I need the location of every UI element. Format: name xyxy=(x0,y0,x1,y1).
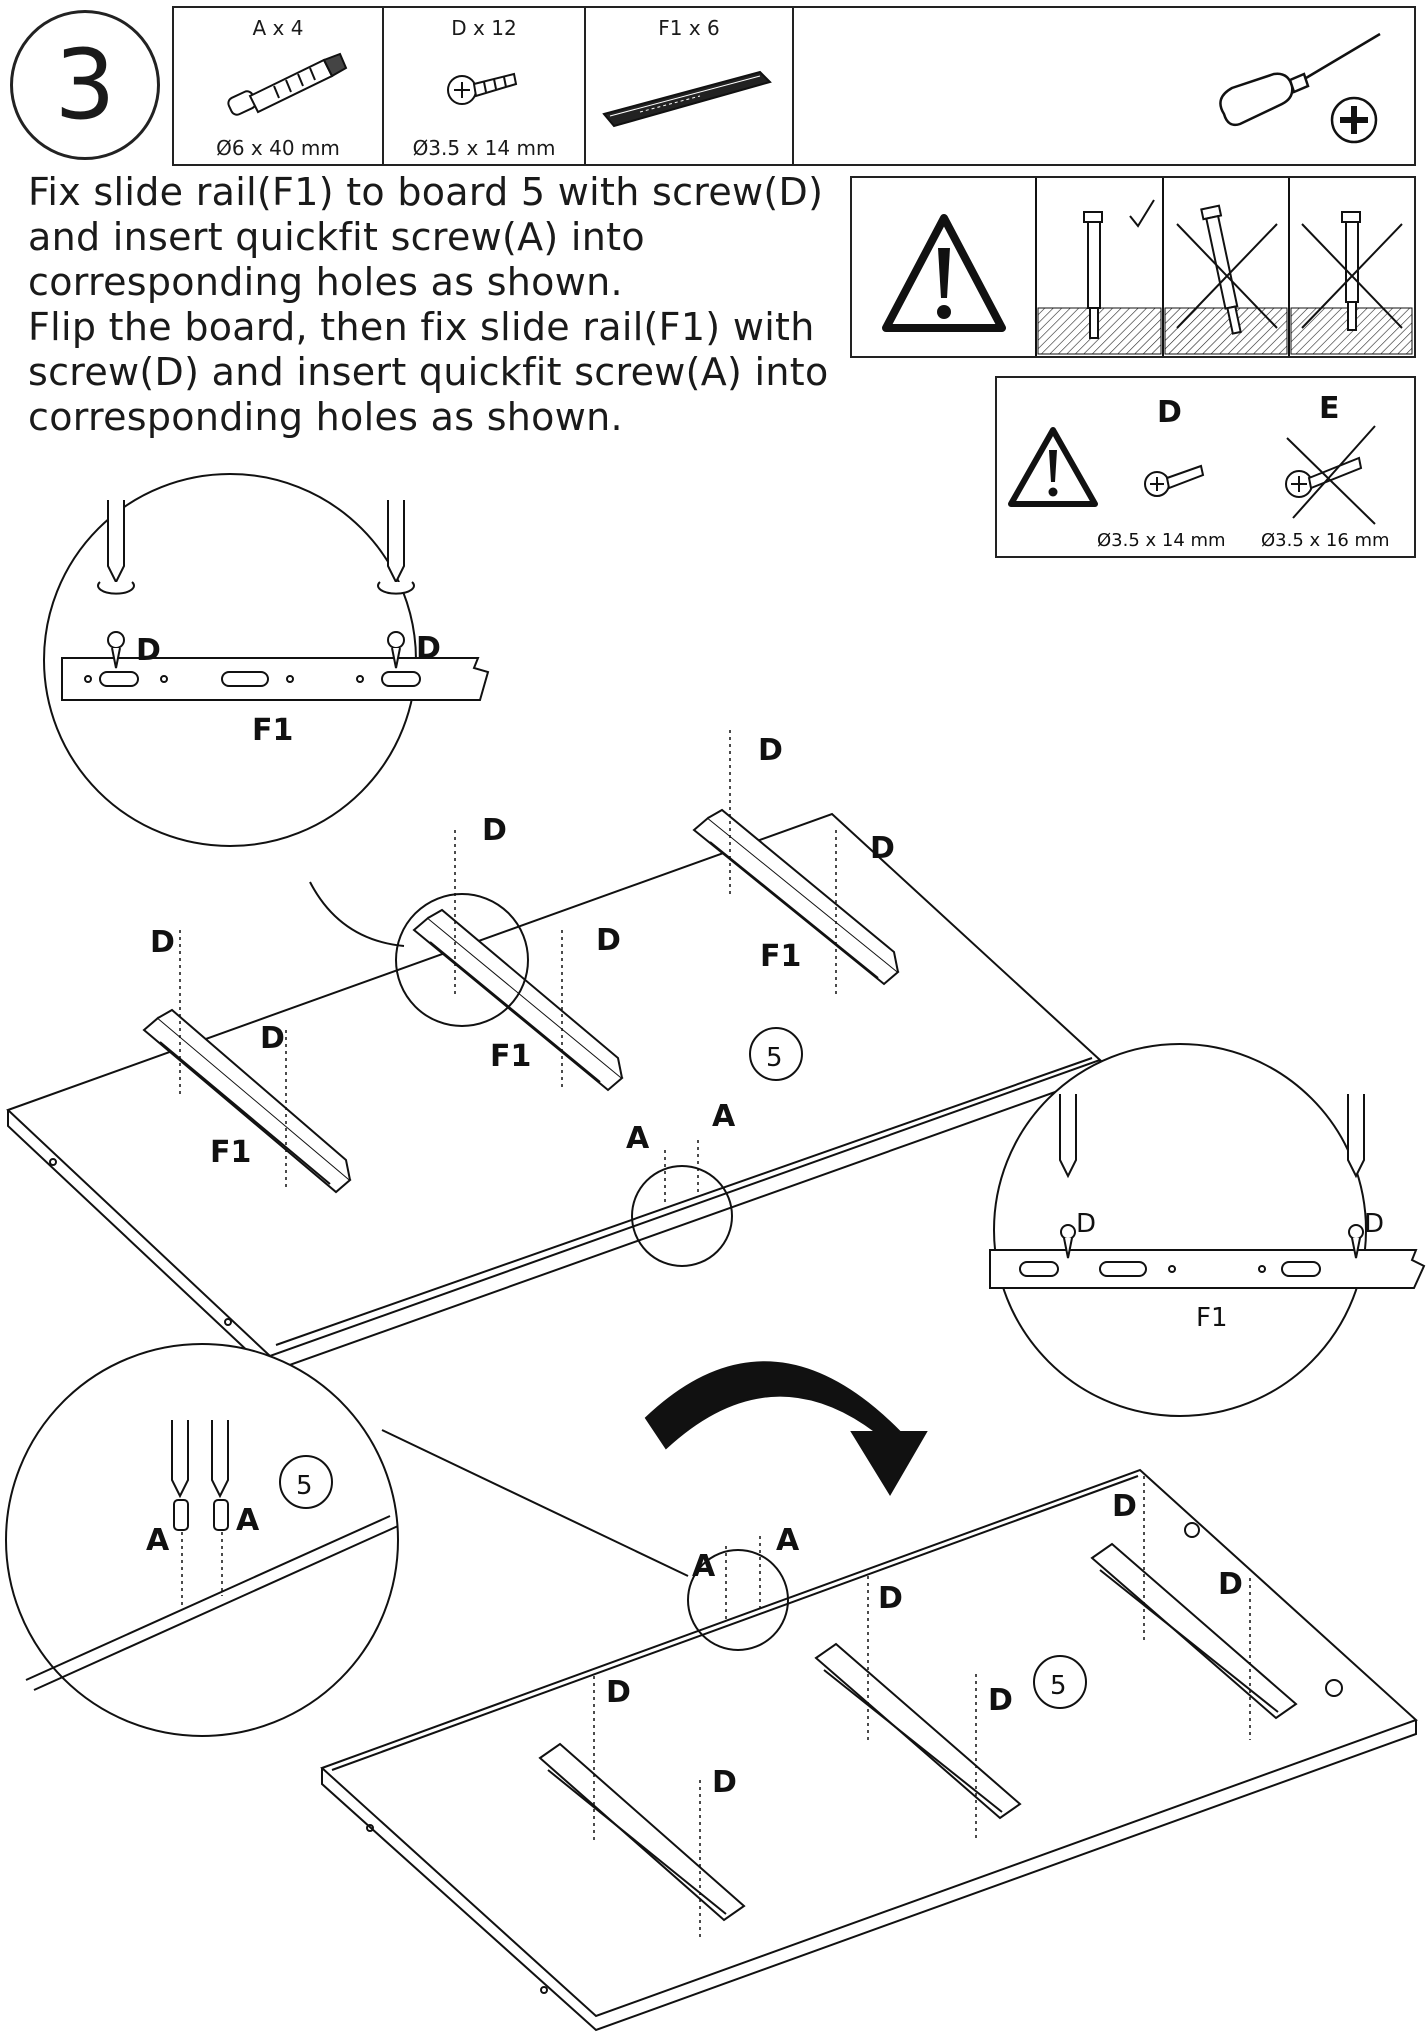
part-size: Ø6 x 40 mm xyxy=(216,136,340,160)
screw-label: D xyxy=(260,1021,285,1056)
slide-rail xyxy=(142,1008,352,1194)
screw-label: D xyxy=(416,631,441,666)
slide-rail xyxy=(814,1642,1022,1820)
rail-label: F1 xyxy=(1196,1303,1228,1333)
part-cell-a: A x 4 Ø6 x 40 mm xyxy=(174,8,384,164)
screw-type-warning: D E Ø3.5 x 14 mm Ø3.5 x 16 mm xyxy=(995,376,1416,558)
quickfit-label: A xyxy=(712,1099,736,1134)
instruction-line: and insert quickfit screw(A) into xyxy=(28,215,645,259)
slide-rail-icon xyxy=(602,70,772,128)
flip-arrow-icon xyxy=(644,1361,928,1496)
screw-e-icon xyxy=(1285,425,1376,525)
instruction-line: Flip the board, then fix slide rail(F1) … xyxy=(28,305,815,349)
slide-rail xyxy=(538,1742,746,1922)
quickfit-label: A xyxy=(626,1121,650,1156)
assembly-illustration: D D F1 D D D D D D F1 F1 F1 5 A A D D F1… xyxy=(5,473,1426,2032)
part-cell-d: D x 12 Ø3.5 x 14 mm xyxy=(384,8,586,164)
screw-label: D xyxy=(1112,1489,1137,1524)
board-top xyxy=(6,812,1102,1374)
screw-label: D xyxy=(988,1683,1013,1718)
quickfit-label: A xyxy=(236,1503,260,1538)
wood-screw-icon xyxy=(447,72,518,105)
part-qty: D x 12 xyxy=(451,16,517,40)
quickfit-screw-icon xyxy=(227,52,348,116)
screw-label: D xyxy=(606,1675,631,1710)
screw-d-label: D xyxy=(1157,395,1182,430)
screw-label: D xyxy=(596,923,621,958)
step-number: 3 xyxy=(10,10,160,160)
quickfit-label: A xyxy=(692,1549,716,1584)
parts-table: A x 4 Ø6 x 40 mm D x 12 Ø3.5 x 14 mm F1 … xyxy=(172,6,1416,166)
illustration-labels: D D F1 D D D D D D F1 F1 F1 5 A A D D F1… xyxy=(136,631,1384,1800)
screw-type-diagram: D E Ø3.5 x 14 mm Ø3.5 x 16 mm xyxy=(1008,391,1390,551)
screw-label: D xyxy=(482,813,507,848)
detail-circle-right xyxy=(631,1043,1426,1417)
part-qty: F1 x 6 xyxy=(658,16,720,40)
warning-triangle-icon xyxy=(1008,427,1098,507)
quickfit-depth-warning xyxy=(850,176,1416,358)
detail-circle-bottom-left xyxy=(5,1343,789,1737)
board-bottom xyxy=(320,1468,1418,2032)
screw-label: D xyxy=(758,733,783,768)
screw-d-size: Ø3.5 x 14 mm xyxy=(1097,530,1226,551)
instruction-line: screw(D) and insert quickfit screw(A) in… xyxy=(28,350,829,394)
screw-e-label: E xyxy=(1319,391,1340,426)
screw-label: D xyxy=(1218,1567,1243,1602)
instruction-line: corresponding holes as shown. xyxy=(28,395,623,439)
screw-label: D xyxy=(870,831,895,866)
phillips-screwdriver-icon xyxy=(1219,32,1381,144)
instruction-line: Fix slide rail(F1) to board 5 with screw… xyxy=(28,170,824,214)
detail-circle-top xyxy=(43,473,529,1027)
screw-label: D xyxy=(878,1581,903,1616)
instruction-line: corresponding holes as shown. xyxy=(28,260,623,304)
rail-label: F1 xyxy=(490,1039,531,1074)
part-size: Ø3.5 x 14 mm xyxy=(412,136,556,160)
screw-label: D xyxy=(1076,1209,1096,1239)
board-label: 5 xyxy=(296,1471,313,1501)
screw-label: D xyxy=(136,633,161,668)
screw-label: D xyxy=(1364,1209,1384,1239)
rail-label: F1 xyxy=(210,1135,251,1170)
part-qty: A x 4 xyxy=(252,16,304,40)
screw-d-icon xyxy=(1144,464,1205,497)
warning-triangle-icon xyxy=(882,214,1006,332)
rail-label: F1 xyxy=(760,939,801,974)
slide-rail xyxy=(1090,1542,1298,1720)
screw-label: D xyxy=(150,925,175,960)
board-label: 5 xyxy=(1050,1671,1067,1701)
screw-e-size: Ø3.5 x 16 mm xyxy=(1261,530,1390,551)
part-cell-f1: F1 x 6 xyxy=(586,8,794,164)
board-label: 5 xyxy=(766,1043,783,1073)
instructions: Fix slide rail(F1) to board 5 with screw… xyxy=(28,170,848,440)
slide-rail xyxy=(692,808,900,986)
slide-rail xyxy=(412,908,624,1092)
rail-label: F1 xyxy=(252,713,293,748)
quickfit-label: A xyxy=(776,1523,800,1558)
quickfit-label: A xyxy=(146,1523,170,1558)
screw-label: D xyxy=(712,1765,737,1800)
quickfit-depth-diagram xyxy=(882,178,1413,356)
